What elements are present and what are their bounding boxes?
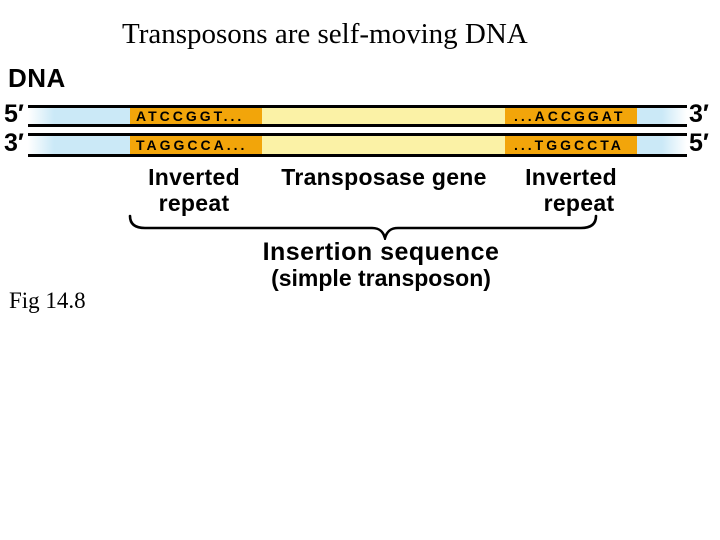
top-strand-right-end-label: 3′ [689,100,709,128]
bottom-strand-right-end-label: 5′ [689,129,709,157]
insertion-sequence-caption: Insertion sequence (simple transposon) [231,238,531,291]
insertion-sequence-brace [128,214,598,240]
insertion-sequence-caption-line1: Insertion sequence [262,238,500,266]
figure-caption: Fig 14.8 [9,288,86,313]
insertion-sequence-caption-line2: (simple transposon) [271,265,491,291]
label-inverted-repeat-left-line1: Inverted [148,164,240,190]
sequence-top-left-repeat: ATCCGGT... [136,108,245,124]
label-inverted-repeat-right-line2: repeat [543,190,615,216]
label-inverted-repeat-left-line2: repeat [158,190,230,216]
dna-strand-top [28,105,687,127]
label-inverted-repeat-right-line1: Inverted [525,164,617,190]
sequence-bottom-right-repeat: ...TGGCCTA [514,137,624,153]
slide-title: Transposons are self-moving DNA [122,18,528,50]
sequence-top-right-repeat: ...ACCGGAT [514,108,626,124]
top-strand-left-end-label: 5′ [4,100,24,128]
label-transposase-gene: Transposase gene [281,164,487,190]
label-inverted-repeat-left: Inverted repeat [128,164,260,216]
label-inverted-repeat-right: Inverted repeat [505,164,637,216]
bottom-strand-left-end-label: 3′ [4,129,24,157]
dna-strand-bottom [28,133,687,157]
dna-label: DNA [8,63,66,93]
sequence-bottom-left-repeat: TAGGCCA... [136,137,248,153]
